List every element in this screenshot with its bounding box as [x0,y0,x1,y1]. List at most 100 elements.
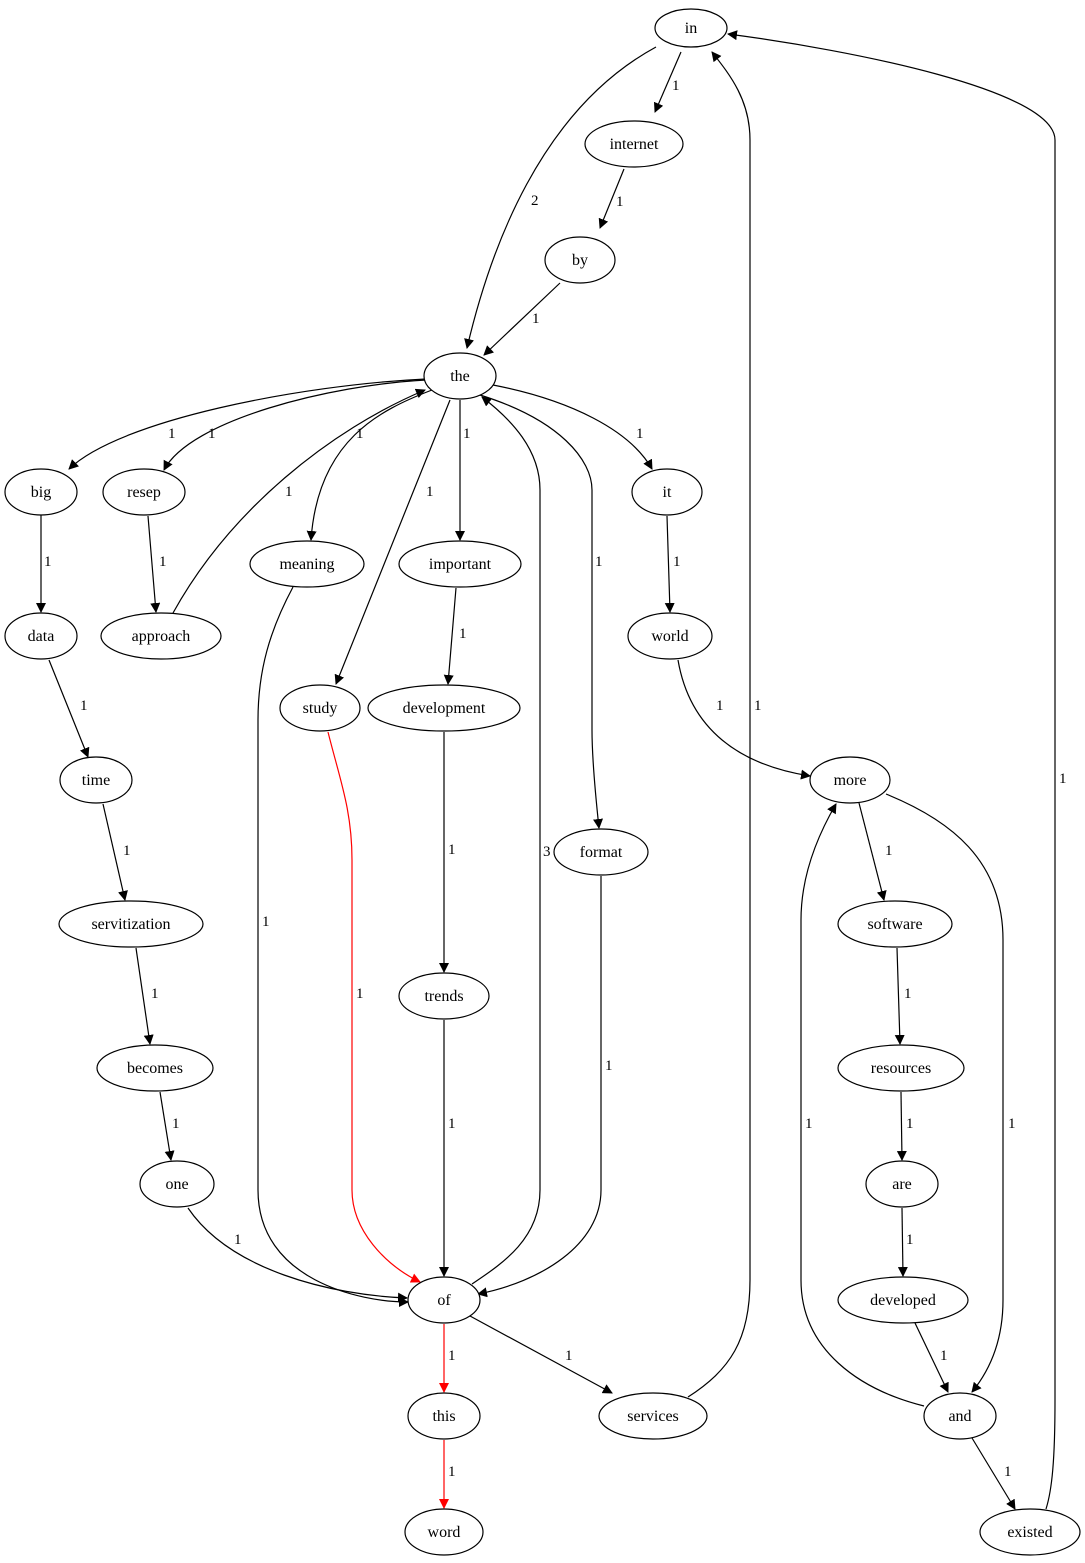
edge-label-meaning-to-of: 1 [262,914,270,930]
edge-are-to-developed [897,1207,908,1277]
edge-label-existed-to-in: 1 [1059,771,1067,787]
node-ellipse-internet [584,120,684,168]
edge-data-to-time [48,659,90,758]
edge-time-to-servitization [102,803,128,901]
node-by: by [544,236,616,284]
node-the: the [423,352,497,400]
node-label-resources: resources [871,1060,931,1077]
node-label-format: format [580,844,623,861]
node-ellipse-this [407,1392,481,1440]
node-ellipse-data [4,612,78,660]
node-ellipse-meaning [249,540,365,588]
edge-label-and-to-more: 1 [805,1116,813,1132]
node-ellipse-more [809,756,891,804]
node-label-world: world [651,628,688,645]
node-ellipse-world [627,612,713,660]
node-label-time: time [82,772,110,789]
edge-label-of-to-this: 1 [448,1348,456,1364]
node-label-services: services [627,1408,679,1425]
edge-existed-to-in [727,30,1056,1510]
edge-developed-to-and [914,1322,949,1393]
node-label-developed: developed [870,1292,936,1309]
edge-label-servitization-to-becomes: 1 [151,986,159,1002]
node-ellipse-study [279,684,361,732]
edge-label-it-to-world: 1 [673,554,681,570]
edge-label-the-to-resep: 1 [208,426,216,442]
edge-and-to-existed [971,1437,1016,1510]
edge-label-data-to-time: 1 [80,698,88,714]
edge-one-to-of [187,1207,408,1303]
node-becomes: becomes [96,1044,214,1092]
edge-label-internet-to-by: 1 [616,194,624,210]
node-one: one [139,1160,215,1208]
edge-resources-to-are [896,1091,907,1161]
edge-more-to-software [858,802,887,901]
node-meaning: meaning [249,540,365,588]
node-important: important [398,540,522,588]
node-ellipse-time [59,756,133,804]
node-existed: existed [979,1508,1081,1556]
node-word: word [404,1508,484,1556]
node-ellipse-and [923,1392,997,1440]
edge-label-by-to-the: 1 [532,311,540,327]
node-world: world [627,612,713,660]
node-label-internet: internet [610,136,659,153]
node-label-more: more [834,772,867,789]
node-ellipse-big [4,468,78,516]
edge-the-to-meaning [306,389,433,541]
edge-label-the-to-meaning: 1 [356,426,364,442]
edge-important-to-development [443,587,457,685]
node-label-it: it [663,484,672,501]
node-data: data [4,612,78,660]
node-label-meaning: meaning [279,556,334,573]
edge-by-to-the [483,282,561,356]
node-label-by: by [572,252,588,269]
edge-in-to-the [464,46,657,349]
node-label-are: are [892,1176,912,1193]
edge-meaning-to-of [257,586,409,1307]
node-time: time [59,756,133,804]
edge-label-of-to-the: 3 [543,844,551,860]
node-label-software: software [867,916,922,933]
node-ellipse-it [631,468,703,516]
node-resep: resep [102,468,186,516]
node-it: it [631,468,703,516]
node-ellipse-existed [979,1508,1081,1556]
edge-label-development-to-trends: 1 [448,842,456,858]
edge-in-to-internet [653,51,682,113]
node-label-existed: existed [1007,1524,1052,1541]
node-ellipse-word [404,1508,484,1556]
edge-the-to-format [479,394,604,829]
node-label-servitization: servitization [91,916,170,933]
edge-servitization-to-becomes [135,947,154,1045]
edge-label-in-to-internet: 1 [672,78,680,94]
node-label-this: this [432,1408,455,1425]
edge-label-important-to-development: 1 [459,626,467,642]
node-ellipse-approach [100,612,222,660]
node-label-data: data [28,628,55,645]
edge-format-to-of [477,876,602,1298]
edge-label-the-to-study: 1 [426,484,434,500]
edge-label-are-to-developed: 1 [906,1232,914,1248]
node-development: development [367,684,521,732]
edge-of-to-services [469,1315,613,1394]
node-ellipse-of [407,1276,481,1324]
edge-of-to-the [471,396,541,1285]
node-ellipse-format [553,828,649,876]
node-big: big [4,468,78,516]
edge-it-to-world [664,515,675,613]
edge-label-the-to-format: 1 [595,554,603,570]
edge-world-to-more [677,659,811,780]
edge-label-trends-to-of: 1 [448,1116,456,1132]
edge-the-to-it [492,384,653,470]
node-label-study: study [303,700,338,717]
edge-software-to-resources [894,947,905,1045]
edge-label-the-to-it: 1 [636,426,644,442]
edge-services-to-in [687,51,751,1398]
edge-label-of-to-services: 1 [565,1348,573,1364]
edge-label-developed-to-and: 1 [940,1348,948,1364]
edge-label-in-to-the: 2 [531,193,539,209]
node-study: study [279,684,361,732]
node-ellipse-one [139,1160,215,1208]
edge-study-to-of [327,731,421,1283]
